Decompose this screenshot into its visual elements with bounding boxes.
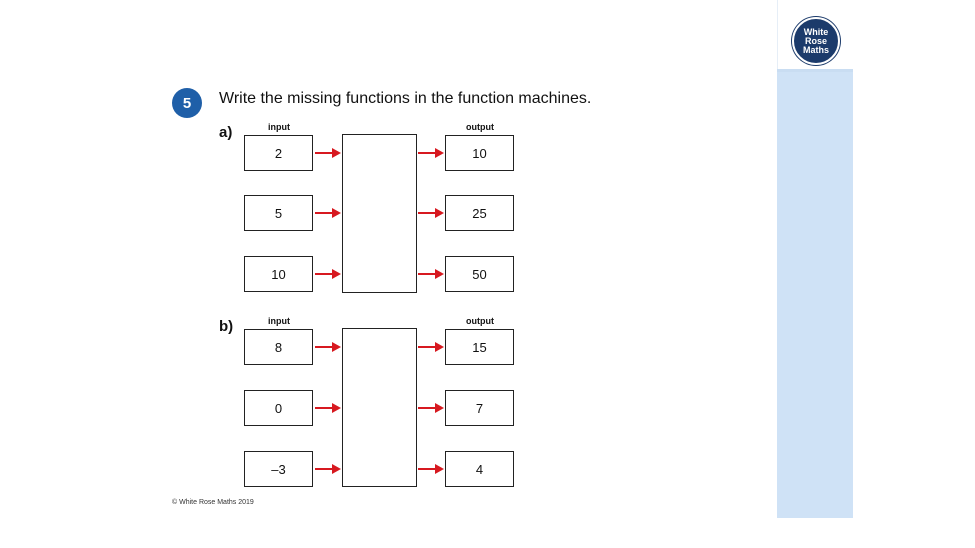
part-b-output-box: 7 (445, 390, 514, 426)
part-b-label: b) (219, 318, 234, 335)
arrow-right-icon (315, 269, 341, 279)
part-a-output-label: output (466, 122, 494, 132)
arrow-right-icon (418, 342, 444, 352)
part-b-input-box: 0 (244, 390, 313, 426)
copyright-text: © White Rose Maths 2019 (172, 499, 254, 506)
arrow-right-icon (315, 148, 341, 158)
part-b-input-box: –3 (244, 451, 313, 487)
arrow-right-icon (418, 148, 444, 158)
arrow-right-icon (315, 464, 341, 474)
white-rose-maths-logo: White Rose Maths (792, 17, 840, 65)
part-a-label: a) (219, 124, 233, 141)
part-a-output-box: 10 (445, 135, 514, 171)
arrow-right-icon (315, 403, 341, 413)
part-a-output-box: 25 (445, 195, 514, 231)
part-a-input-box: 5 (244, 195, 313, 231)
part-b-input-label: input (268, 316, 290, 326)
arrow-right-icon (418, 403, 444, 413)
question-number-badge: 5 (172, 88, 202, 118)
arrow-right-icon (418, 208, 444, 218)
arrow-right-icon (418, 464, 444, 474)
part-b-input-box: 8 (244, 329, 313, 365)
part-a-input-box: 2 (244, 135, 313, 171)
part-a-input-label: input (268, 122, 290, 132)
sidebar-divider (777, 69, 853, 72)
part-b-output-label: output (466, 316, 494, 326)
arrow-right-icon (315, 208, 341, 218)
part-a-input-box: 10 (244, 256, 313, 292)
part-a-function-machine[interactable] (342, 134, 417, 293)
sidebar-panel (777, 72, 853, 518)
part-b-function-machine[interactable] (342, 328, 417, 487)
arrow-right-icon (315, 342, 341, 352)
part-a-output-box: 50 (445, 256, 514, 292)
question-text: Write the missing functions in the funct… (219, 90, 592, 107)
logo-line-2: Rose (804, 35, 827, 46)
logo-line-3: Maths (802, 44, 829, 55)
logo-line-1: White (803, 26, 829, 37)
part-b-output-box: 15 (445, 329, 514, 365)
arrow-right-icon (418, 269, 444, 279)
part-b-output-box: 4 (445, 451, 514, 487)
